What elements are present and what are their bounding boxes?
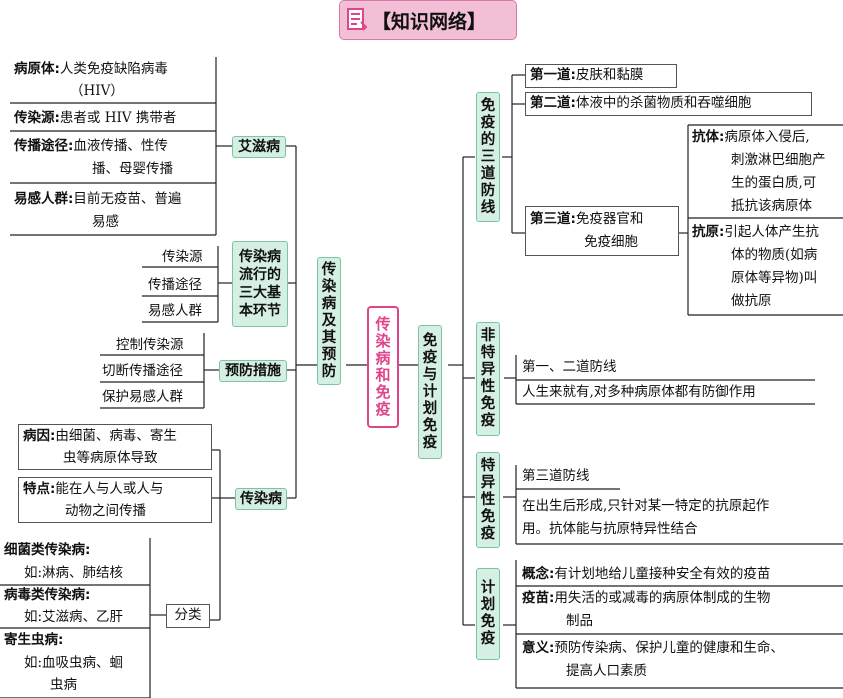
antigen-line-3: 原体等异物)叫 bbox=[731, 270, 818, 286]
prevent-item-2: 切断传播途径 bbox=[102, 363, 183, 379]
right-main-node: 免疫与计划免疫 bbox=[418, 325, 442, 459]
prevent-node: 预防措施 bbox=[219, 360, 287, 382]
disease-node: 传染病 bbox=[235, 488, 287, 510]
antibody-line-3: 生的蛋白质,可 bbox=[731, 175, 817, 191]
aids-pathogen: 病原体:人类免疫缺陷病毒 bbox=[14, 61, 168, 77]
note-icon bbox=[347, 8, 367, 31]
bacterial-title: 细菌类传染病: bbox=[4, 542, 91, 558]
three-lines-label: 免疫的三道防线 bbox=[480, 97, 496, 216]
first-line-box: 第一道:皮肤和黏膜 bbox=[525, 64, 677, 88]
specific-desc-1: 在出生后形成,只针对某一特定的抗原起作 bbox=[522, 498, 770, 514]
title-banner: 【知识网络】 bbox=[339, 0, 517, 40]
links-item-2: 传播途径 bbox=[148, 277, 202, 293]
specific-desc-2: 用。抗体能与抗原特异性结合 bbox=[522, 521, 698, 537]
center-node: 传染病和免疫 bbox=[367, 306, 399, 428]
viral-examples: 如:艾滋病、乙肝 bbox=[24, 609, 124, 625]
aids-node: 艾滋病 bbox=[232, 136, 286, 158]
links-item-3: 易感人群 bbox=[148, 303, 202, 319]
specific-node: 特异性免疫 bbox=[476, 452, 500, 548]
specific-line: 第三道防线 bbox=[522, 468, 590, 484]
left-main-label: 传染病及其预防 bbox=[321, 261, 337, 380]
meaning-row: 意义:预防传染病、保护儿童的健康和生命、 bbox=[522, 640, 784, 656]
antigen-line-1: 抗原:引起人体产生抗 bbox=[692, 224, 819, 240]
vaccine-row-2: 制品 bbox=[566, 613, 593, 629]
left-main-node: 传染病及其预防 bbox=[317, 257, 341, 385]
feature-box: 特点:能在人与人或人与 动物之间传播 bbox=[18, 477, 212, 523]
links-label: 传染病流行的三大基本环节 bbox=[239, 249, 281, 319]
third-line-box: 第三道:免疫器官和 免疫细胞 bbox=[525, 206, 679, 256]
aids-route: 传播途径:血液传播、性传 bbox=[14, 138, 168, 154]
links-item-1: 传染源 bbox=[162, 249, 203, 265]
second-line-box: 第二道:体液中的杀菌物质和吞噬细胞 bbox=[525, 92, 812, 116]
right-main-label: 免疫与计划免疫 bbox=[422, 332, 438, 451]
aids-route-2: 播、母婴传播 bbox=[92, 161, 173, 177]
nonspecific-node: 非特异性免疫 bbox=[476, 322, 500, 436]
class-label: 分类 bbox=[174, 607, 202, 623]
aids-susceptible-2: 易感 bbox=[92, 214, 119, 230]
nonspecific-desc: 人生来就有,对多种病原体都有防御作用 bbox=[522, 384, 756, 400]
title-text: 【知识网络】 bbox=[372, 11, 487, 33]
antibody-line-1: 抗体:病原体入侵后, bbox=[692, 129, 810, 145]
antibody-line-4: 抵抗该病原体 bbox=[731, 198, 812, 214]
aids-source: 传染源:患者或 HIV 携带者 bbox=[14, 110, 177, 126]
antigen-line-2: 体的物质(如病 bbox=[731, 247, 818, 263]
antibody-line-2: 刺激淋巴细胞产 bbox=[731, 152, 826, 168]
aids-pathogen-2: （HIV） bbox=[70, 83, 124, 99]
bacterial-examples: 如:淋病、肺结核 bbox=[24, 565, 124, 581]
viral-title: 病毒类传染病: bbox=[4, 587, 91, 603]
parasitic-title: 寄生虫病: bbox=[4, 632, 64, 648]
center-label: 传染病和免疫 bbox=[375, 315, 391, 418]
concept-row: 概念:有计划地给儿童接种安全有效的疫苗 bbox=[522, 566, 771, 582]
parasitic-examples-2: 虫病 bbox=[50, 677, 77, 693]
prevent-label: 预防措施 bbox=[225, 363, 281, 379]
specific-label: 特异性免疫 bbox=[480, 457, 496, 542]
prevent-item-1: 控制传染源 bbox=[116, 337, 184, 353]
aids-susceptible: 易感人群:目前无疫苗、普遍 bbox=[14, 191, 182, 207]
nonspecific-line: 第一、二道防线 bbox=[522, 359, 617, 375]
three-lines-node: 免疫的三道防线 bbox=[476, 92, 500, 222]
cause-box: 病因:由细菌、病毒、寄生 虫等病原体导致 bbox=[18, 424, 212, 470]
antigen-line-4: 做抗原 bbox=[731, 293, 772, 309]
planned-label: 计划免疫 bbox=[480, 580, 496, 647]
meaning-row-2: 提高人口素质 bbox=[566, 663, 647, 679]
aids-label: 艾滋病 bbox=[238, 139, 280, 155]
prevent-item-3: 保护易感人群 bbox=[102, 389, 183, 405]
planned-node: 计划免疫 bbox=[476, 568, 500, 660]
vaccine-row: 疫苗:用失活的或减毒的病原体制成的生物 bbox=[522, 590, 771, 606]
disease-label: 传染病 bbox=[240, 491, 282, 507]
class-box: 分类 bbox=[166, 604, 210, 628]
nonspecific-label: 非特异性免疫 bbox=[480, 328, 496, 429]
parasitic-examples: 如:血吸虫病、蛔 bbox=[24, 655, 124, 671]
links-node: 传染病流行的三大基本环节 bbox=[232, 241, 288, 327]
